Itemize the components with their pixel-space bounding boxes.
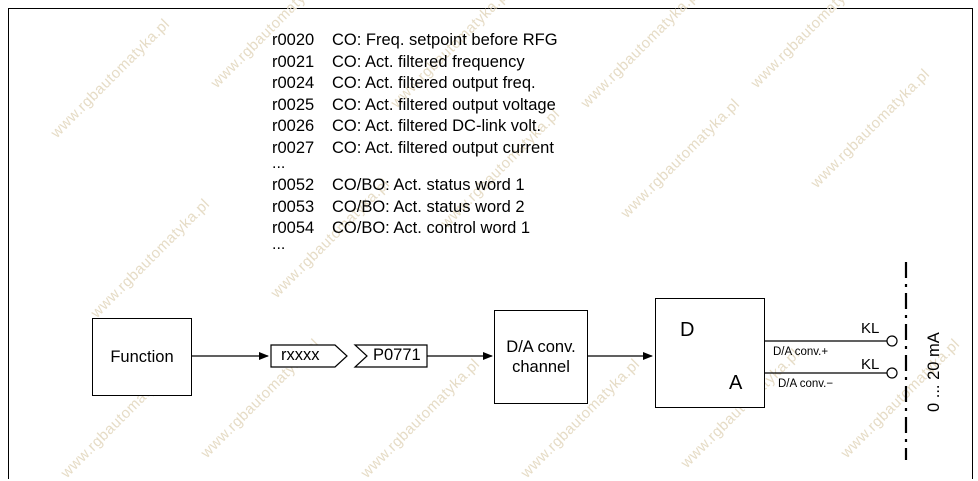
- parameter-description: CO/BO: Act. status word 2: [332, 197, 525, 216]
- output-range-label: 0 ... 20 mA: [925, 332, 943, 412]
- diagram-frame: [8, 8, 973, 479]
- parameter-code: r0020: [272, 31, 315, 49]
- converter-analog-label: A: [729, 372, 743, 394]
- parameter-list: r0020 CO: Freq. setpoint before RFG r0021…: [272, 30, 558, 256]
- sink-parameter-tag: [353, 344, 428, 368]
- parameter-row: r0026 CO: Act. filtered DC-link volt.: [272, 116, 558, 138]
- da-channel-label-line1: D/A conv.: [506, 338, 576, 356]
- parameter-description: CO: Act. filtered output current: [332, 138, 554, 157]
- parameter-description: CO: Act. filtered output voltage: [332, 95, 556, 114]
- function-label: Function: [110, 347, 174, 366]
- parameter-description: CO/BO: Act. control word 1: [332, 219, 531, 237]
- list-ellipsis: ...: [272, 155, 286, 172]
- parameter-description: CO: Act. filtered frequency: [332, 52, 525, 71]
- parameter-description: CO/BO: Act. status word 1: [332, 176, 525, 194]
- parameter-code: r0021: [272, 52, 315, 71]
- source-parameter-label: rxxxx: [281, 346, 320, 364]
- parameter-row: r0021 CO: Act. filtered frequency: [272, 52, 558, 74]
- parameter-code: r0054: [272, 219, 315, 237]
- parameter-code: r0052: [272, 176, 315, 194]
- converter-digital-label: D: [680, 319, 695, 341]
- sink-parameter-label: P0771: [373, 346, 421, 364]
- terminal-kl-top: KL: [861, 320, 880, 337]
- parameter-row: r0053 CO/BO: Act. status word 2: [272, 197, 558, 219]
- source-parameter-tag: [270, 344, 348, 368]
- da-channel-label-line2: channel: [512, 358, 570, 376]
- terminal-da-minus-label: D/A conv.−: [778, 378, 834, 390]
- parameter-code: r0025: [272, 95, 315, 114]
- list-ellipsis: ...: [272, 235, 286, 253]
- function-block: Function: [92, 318, 192, 396]
- terminal-minus-icon: [886, 367, 898, 379]
- parameter-description: CO: Act. filtered DC-link volt.: [332, 117, 542, 135]
- parameter-row: r0054 CO/BO: Act. control word 1: [272, 218, 558, 240]
- terminal-kl-bottom: KL: [861, 356, 880, 373]
- parameter-row: r0020 CO: Freq. setpoint before RFG: [272, 30, 558, 52]
- parameter-code: r0027: [272, 138, 315, 157]
- parameter-code: r0024: [272, 74, 315, 92]
- parameter-code: r0026: [272, 117, 315, 135]
- parameter-row: r0024 CO: Act. filtered output freq.: [272, 73, 558, 95]
- parameter-row: r0052 CO/BO: Act. status word 1: [272, 175, 558, 197]
- parameter-row: r0027 CO: Act. filtered output current: [272, 138, 558, 160]
- diagram-connectors: [192, 262, 908, 460]
- terminal-da-plus-label: D/A conv.+: [773, 346, 829, 358]
- terminal-plus-icon: [886, 335, 898, 347]
- parameter-row: r0025 CO: Act. filtered output voltage: [272, 95, 558, 117]
- parameter-description: CO: Act. filtered output freq.: [332, 74, 536, 92]
- parameter-code: r0053: [272, 197, 315, 216]
- da-converter-block: D A: [655, 298, 765, 408]
- parameter-description: CO: Freq. setpoint before RFG: [332, 31, 558, 49]
- da-channel-block: D/A conv. channel: [494, 310, 588, 404]
